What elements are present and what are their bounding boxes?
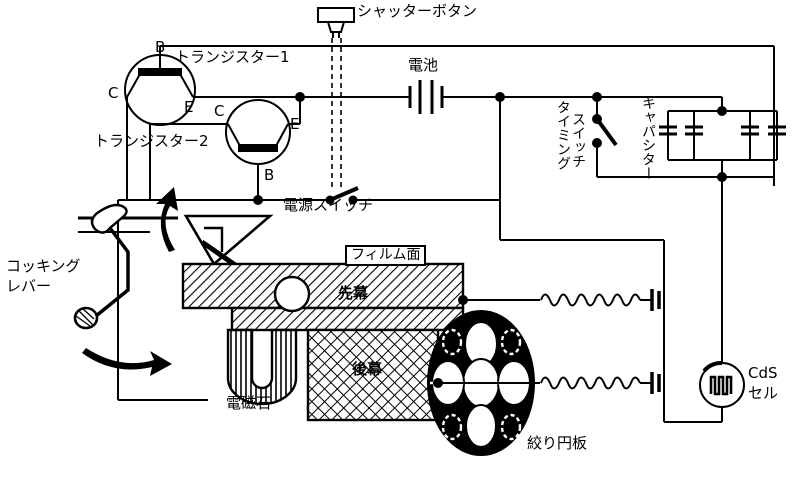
terminal-t1-base: B: [155, 38, 166, 56]
label-aperture-disc: 絞り円板: [527, 434, 588, 452]
spring-front-curtain: [540, 289, 661, 311]
sear-rotation-arrow: [156, 187, 178, 252]
rear-curtain-block: [306, 328, 440, 422]
power-switch-symbol[interactable]: [325, 186, 359, 205]
terminal-t2-collector: C: [214, 102, 225, 120]
spring-rear-curtain: [540, 372, 661, 394]
label-transistor-1: トランジスター1: [175, 48, 290, 66]
label-timing-switch-line2: スイッチ: [570, 112, 586, 168]
capacitor-bank: [597, 96, 786, 360]
label-cocking-lever-line2: レバー: [6, 277, 52, 295]
label-front-curtain: 先幕: [338, 284, 369, 302]
cds-cell-symbol: [499, 200, 745, 423]
label-power-switch: 電源スイッチ: [283, 196, 374, 214]
sear-triangle: [183, 214, 274, 267]
mechanism-outline: [117, 250, 208, 401]
label-cocking-lever-line1: コッキング: [6, 257, 81, 275]
label-capacitor: キャパシター: [640, 96, 656, 180]
node-battery-right: [495, 92, 505, 102]
shutter-linkage-dashed: [331, 38, 342, 188]
node-t2-base: [253, 195, 263, 205]
shutter-button-symbol[interactable]: [317, 7, 355, 38]
terminal-t1-emitter: E: [184, 98, 194, 116]
label-battery: 電池: [408, 56, 439, 74]
node-t1-emitter: [295, 92, 305, 102]
top-power-rail: [160, 45, 775, 186]
label-cds-cell-line1: CdS: [748, 364, 778, 382]
label-rear-curtain: 後幕: [352, 360, 383, 378]
label-transistor-2: トランジスター2: [94, 132, 209, 150]
cocking-lever-rotation-arrow: [82, 348, 172, 376]
terminal-t2-emitter: E: [290, 115, 300, 133]
terminal-t1-collector: C: [108, 84, 119, 102]
electromagnet-symbol: [226, 328, 298, 406]
terminal-t2-base: B: [264, 166, 275, 184]
label-electromagnet: 電磁石: [226, 394, 272, 412]
label-shutter-button: シャッターボタン: [357, 2, 478, 20]
battery-symbol: [300, 80, 597, 114]
curtain-to-spring-links: [433, 295, 540, 388]
label-timing-switch-line1: タイミング: [555, 100, 571, 170]
label-film-plane: フィルム面: [345, 245, 427, 266]
control-bus: [117, 97, 501, 250]
label-cds-cell-line2: セル: [748, 384, 779, 402]
timing-switch-symbol[interactable]: [592, 92, 722, 178]
front-curtain-block: [181, 262, 465, 332]
